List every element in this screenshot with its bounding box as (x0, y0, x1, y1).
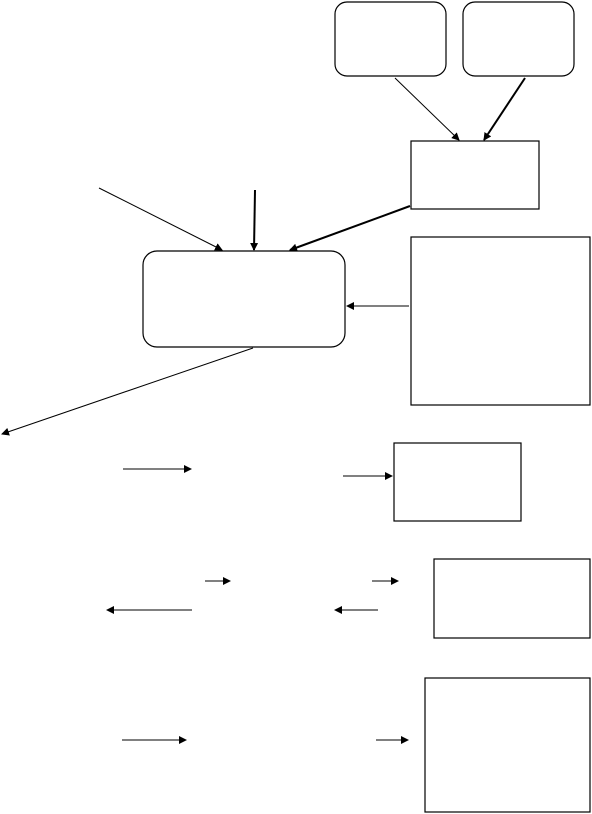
step-box-2 (433, 558, 591, 639)
tall-right-box (410, 236, 591, 406)
step-box-3 (424, 677, 591, 813)
arrow-top-right-to-merge (483, 77, 526, 141)
merge-box (410, 140, 540, 210)
arrow-diagonal-input-to-central (98, 187, 223, 251)
arrow-central-output (1, 347, 254, 436)
arrow-merge-to-central (289, 205, 411, 252)
step-box-1 (393, 442, 522, 522)
central-process-box (142, 250, 346, 348)
arrow-top-left-to-merge (394, 77, 460, 141)
top-right-source-box (462, 1, 575, 77)
top-left-source-box (334, 1, 447, 77)
arrow-vertical-input-to-central (250, 189, 259, 251)
